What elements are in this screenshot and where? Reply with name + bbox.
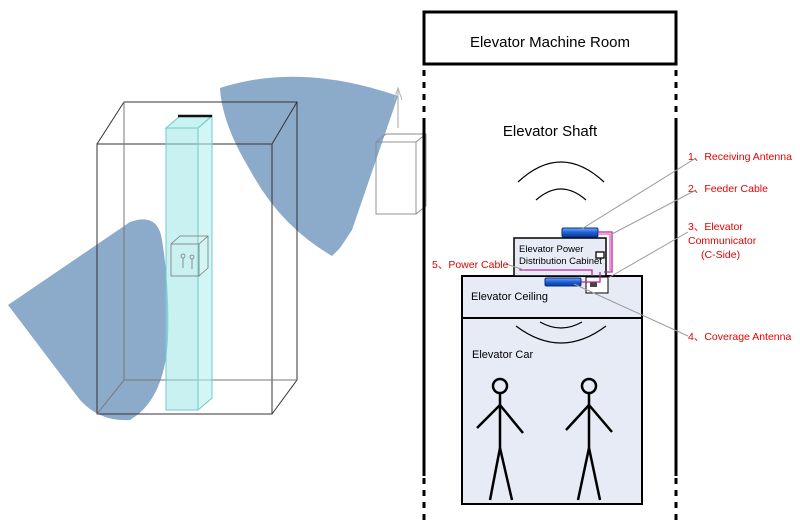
receiving-antenna (561, 227, 599, 238)
coverage-lobe-lower (8, 219, 169, 421)
left-3d-illustration (8, 76, 427, 421)
callout-leaders (505, 157, 697, 337)
shaft-label: Elevator Shaft (503, 123, 598, 140)
coverage-antenna-arcs (515, 321, 607, 344)
elevator-car (461, 317, 643, 505)
right-schematic: Elevator Machine Room Elevator Shaft Ele… (422, 10, 792, 520)
callout-labels: 1、Receiving Antenna 2、Feeder Cable 3、Ele… (432, 151, 792, 343)
feeder-cable-callout: 2、Feeder Cable (688, 183, 768, 195)
stick-figure-left (476, 377, 524, 501)
power-cabinet-line2: Distribution Cabinet (519, 256, 602, 267)
coverage-lobe-upper (220, 76, 398, 256)
receiving-antenna-callout: 1、Receiving Antenna (688, 151, 792, 163)
receiving-antenna-arcs (517, 161, 605, 201)
communicator-callout-line1: 3、Elevator (688, 221, 743, 233)
small-car-wireframe (170, 235, 209, 277)
power-cabinet-line1: Elevator Power (519, 244, 583, 255)
coverage-antenna-callout: 4、Coverage Antenna (688, 331, 791, 343)
elevator-glass-column (164, 114, 214, 412)
car-label: Elevator Car (472, 349, 533, 361)
communicator-callout-line2: Communicator (688, 235, 757, 247)
communicator-callout-line3: (C-Side) (701, 249, 740, 261)
pole-antenna (393, 86, 403, 128)
machine-room-label: Elevator Machine Room (470, 34, 630, 51)
machine-room-box (422, 10, 678, 66)
shaft-wireframe (96, 101, 298, 415)
stick-figure-right (565, 377, 613, 501)
cabinet-wireframe (375, 133, 427, 215)
ceiling-label: Elevator Ceiling (471, 291, 548, 303)
power-cable-callout: 5、Power Cable (432, 259, 509, 271)
